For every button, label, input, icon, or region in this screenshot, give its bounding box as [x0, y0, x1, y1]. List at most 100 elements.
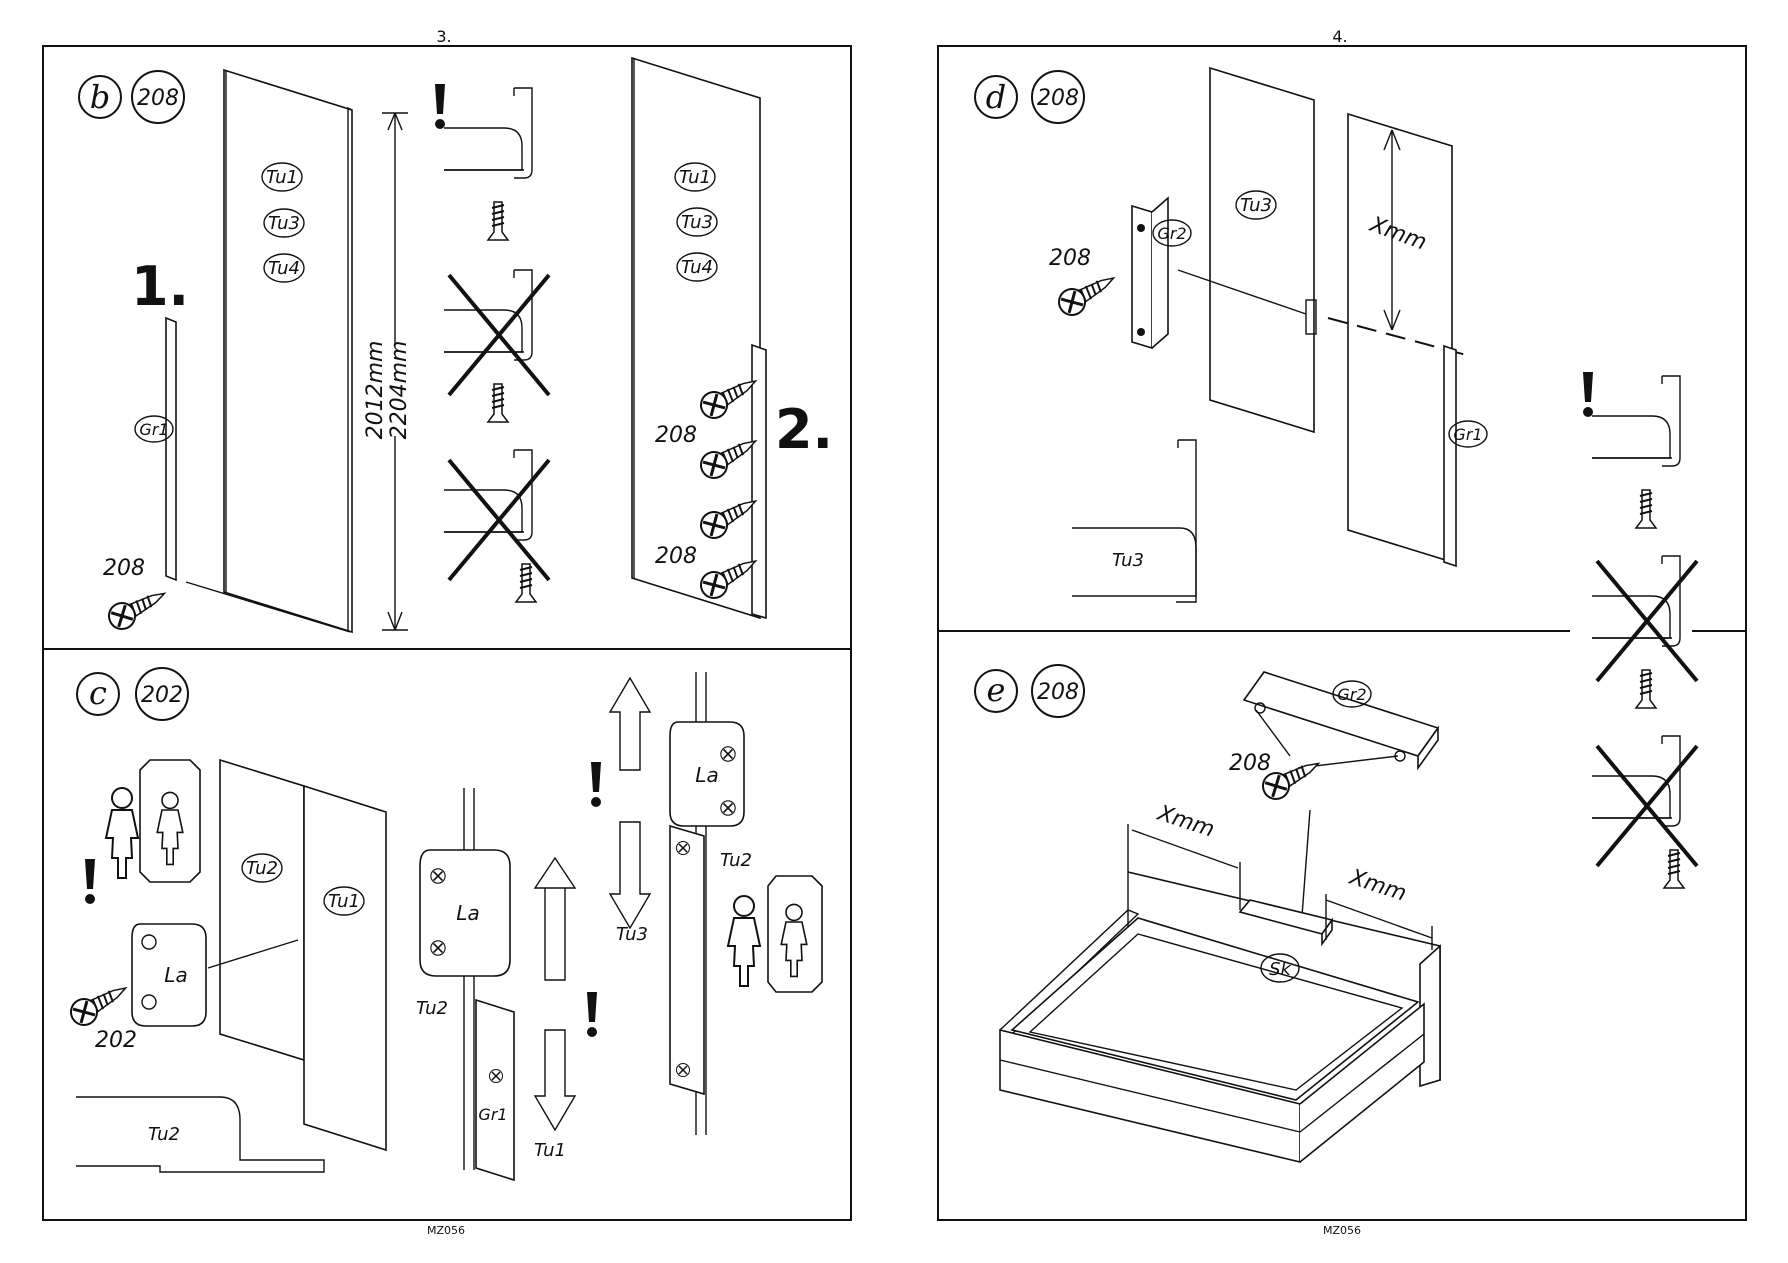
screw-icon: [1054, 267, 1120, 320]
step-b-qty-badge: [131, 70, 185, 124]
door-tu2-c: [219, 758, 305, 1062]
step-e: e 208 Gr2 208 Sk Xmm: [974, 664, 1441, 1164]
part-label-tu1-2: Tu1: [679, 167, 711, 188]
screw-icon: [1635, 489, 1657, 529]
page-number-left: 3.: [436, 27, 451, 46]
rail-label-gr1-d: Gr1: [1453, 425, 1482, 444]
base-profile-c: [76, 1096, 325, 1173]
rail-label-gr1-c: Gr1: [478, 1105, 507, 1124]
cross-icon: [447, 458, 551, 582]
screw-label-202: 202: [95, 1028, 137, 1053]
rail-gr1-attached: [751, 343, 767, 620]
page-frame-left: [42, 45, 852, 1221]
bracket-correct-d: [1583, 372, 1681, 529]
cross-icon: [1595, 744, 1699, 868]
shelf-top-e: [1010, 917, 1420, 1101]
part-label-tu4-2: Tu4: [681, 257, 713, 278]
step-c: c 202 Tu2 Tu1 La 202 Tu2 La: [66, 667, 823, 1182]
step-c-qty: 202: [141, 683, 183, 708]
arrow-icon: [608, 676, 652, 771]
step-b-letter: b: [90, 78, 110, 116]
warning-icon: [85, 859, 95, 904]
cross-icon: [447, 273, 551, 397]
part-label-tu3-2: Tu3: [681, 212, 713, 233]
plate-label-la-2: La: [456, 901, 479, 925]
door-panel-b: [223, 68, 353, 634]
label-tu2-right: Tu2: [720, 850, 752, 871]
door-label-tu1: Tu1: [328, 891, 360, 912]
dim-2204: 2204mm: [387, 341, 412, 440]
footer-right: MZ056: [1323, 1224, 1361, 1237]
mirror-person-icon: [105, 787, 139, 879]
bracket-label-gr2-d: Gr2: [1157, 224, 1186, 243]
rail-gr1-d: [1443, 344, 1457, 568]
screw-icon: [1635, 669, 1657, 709]
step-b-qty: 208: [137, 86, 179, 111]
bracket-correct: [435, 84, 533, 241]
screw-icon: [487, 383, 509, 423]
mirror-person-icon: [727, 895, 761, 987]
screw-icon: [487, 201, 509, 241]
screw-label-208-e: 208: [1229, 751, 1271, 776]
label-tu1-c: Tu1: [534, 1140, 566, 1161]
screw-icon: [104, 582, 170, 634]
order-2: 2.: [775, 398, 833, 461]
step-c-letter: c: [89, 674, 107, 712]
step-d-letter: d: [986, 78, 1006, 116]
door-tu1-c: [303, 784, 387, 1152]
step-e-badge: [974, 669, 1018, 713]
step-b: b 208 Tu1 Tu3 Tu4 2012mm 2204mm Gr1 1. 2…: [78, 56, 833, 634]
base-label-tu3-d: Tu3: [1112, 550, 1144, 571]
cross-icon: [1595, 559, 1699, 683]
arrow-icon: [533, 1029, 577, 1132]
rail-gr1-right: [669, 824, 705, 1096]
page-number-right: 4.: [1332, 27, 1347, 46]
warning-icon: [587, 992, 597, 1037]
part-label-tu1: Tu1: [266, 167, 298, 188]
step-e-qty: 208: [1037, 680, 1079, 705]
step-c-qty-badge: [135, 667, 189, 721]
door-label-tu3-d: Tu3: [1240, 195, 1272, 216]
label-tu2-c: Tu2: [416, 998, 448, 1019]
warning-icon: [591, 762, 601, 807]
step-d-qty: 208: [1037, 86, 1079, 111]
warning-icon: [1583, 372, 1593, 417]
bracket-wrong-d2: [1591, 735, 1699, 889]
rail-gr1-closeup: [475, 998, 515, 1182]
screw-icon: [66, 977, 132, 1030]
screw-label-208-b2: 208: [655, 423, 697, 448]
door-label-tu2: Tu2: [246, 858, 278, 879]
door-assembled-b: [631, 56, 761, 620]
step-b-badge: [78, 75, 122, 119]
dim-xmm-left: Xmm: [1154, 801, 1218, 843]
screw-label-208-b: 208: [103, 556, 145, 581]
step-c-badge: [76, 672, 120, 716]
arrow-icon: [608, 821, 652, 930]
bracket-wrong-1: [443, 269, 551, 423]
step-d-badge: [974, 75, 1018, 119]
bracket-wrong-d1: [1591, 555, 1699, 709]
shelf-label-sk: Sk: [1269, 959, 1292, 980]
bracket-wrong-2: [443, 449, 551, 603]
warning-icon: [435, 84, 445, 129]
rail-gr1-b: [165, 316, 177, 582]
order-1: 1.: [131, 255, 189, 318]
base-label-tu2-c: Tu2: [148, 1124, 180, 1145]
dim-2012: 2012mm: [363, 341, 388, 440]
footer-left: MZ056: [427, 1224, 465, 1237]
arrow-icon: [533, 856, 577, 981]
screw-label-208-d: 208: [1049, 246, 1091, 271]
door-tu3-d: [1209, 66, 1315, 434]
label-tu3-right: Tu3: [616, 924, 648, 945]
step-d: d 208 Tu3 Gr2 208 Xmm Gr1 Tu3: [974, 66, 1699, 889]
part-label-tu4: Tu4: [268, 258, 300, 279]
bracket-label-gr2-e: Gr2: [1337, 685, 1366, 704]
screw-icon: [1663, 849, 1685, 889]
page-frame-right: [937, 45, 1747, 1221]
dim-xmm-right: Xmm: [1346, 865, 1410, 907]
plate-label-la: La: [164, 963, 187, 987]
plate-label-la-3: La: [695, 763, 718, 787]
part-label-tu3: Tu3: [268, 213, 300, 234]
screw-icon: [515, 563, 537, 603]
